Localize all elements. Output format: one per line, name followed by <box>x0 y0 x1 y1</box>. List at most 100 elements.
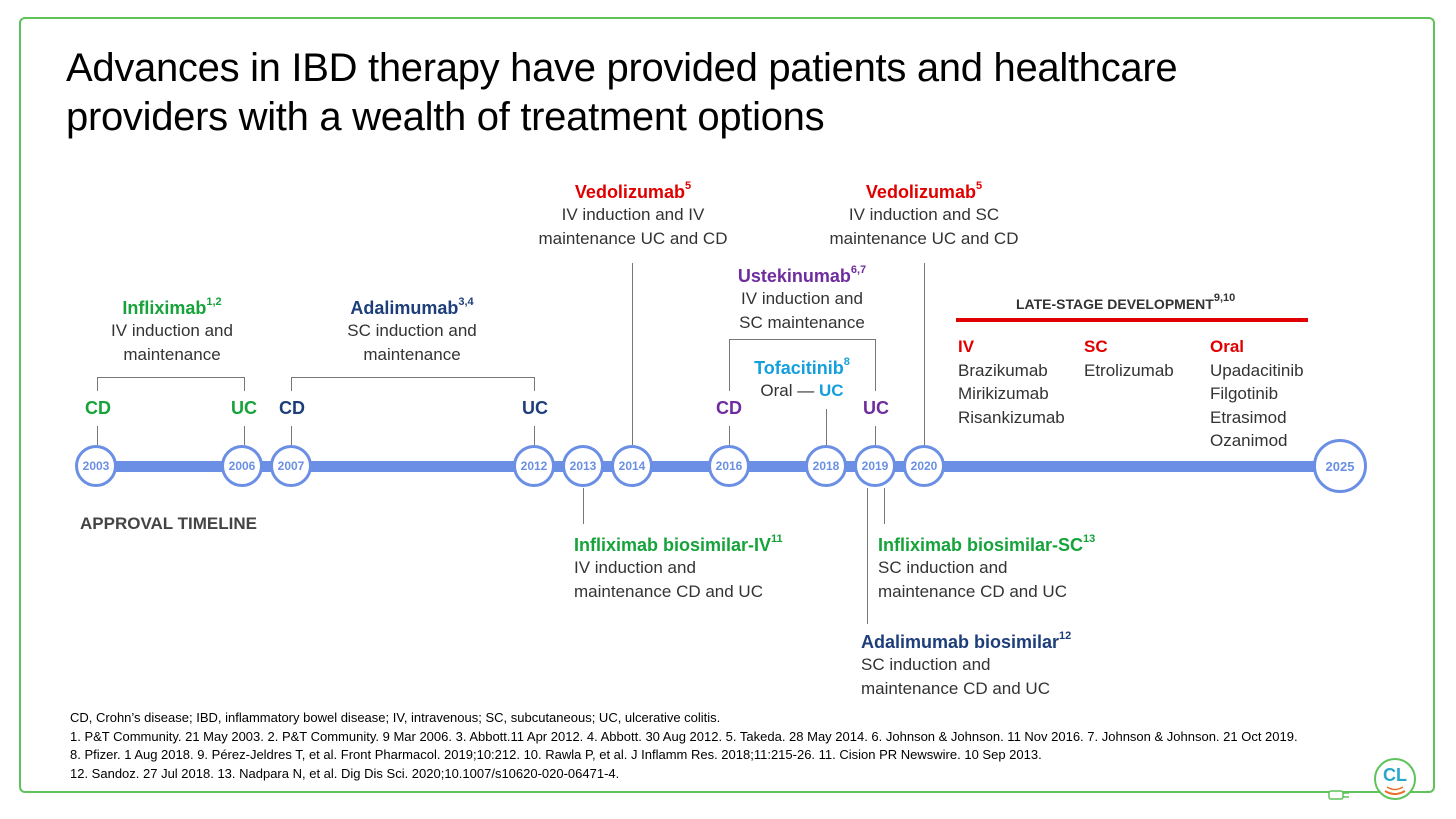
late-stage-oral-item: Filgotinib <box>1210 384 1279 403</box>
infliximab-biosimilar-sc-desc-2: maintenance CD and UC <box>878 581 1067 601</box>
late-stage-red-bar <box>956 318 1308 322</box>
late-stage-sc-column: SC Etrolizumab <box>1084 335 1174 382</box>
year-node-2003: 2003 <box>75 445 117 487</box>
infliximab-bracket-right <box>244 377 246 391</box>
adalimumab-block: Adalimumab3,4 SC induction and maintenan… <box>322 296 502 366</box>
footnote-references-3: 12. Sandoz. 27 Jul 2018. 13. Nadpara N, … <box>70 765 620 781</box>
adalimumab-desc-1: SC induction and <box>347 321 477 340</box>
ustekinumab-uc-label: UC <box>863 398 889 418</box>
late-stage-iv-item: Risankizumab <box>958 407 1065 427</box>
connector-2013 <box>583 488 585 524</box>
adalimumab-uc-label: UC <box>522 398 548 418</box>
infliximab-desc-1: IV induction and <box>111 321 233 340</box>
connector-2019-top <box>875 426 877 445</box>
infliximab-bracket-left <box>97 377 99 391</box>
infliximab-cd-label: CD <box>85 398 111 418</box>
ustekinumab-bracket-right <box>875 339 877 391</box>
late-stage-iv-item: Mirikizumab <box>958 384 1049 403</box>
adalimumab-bracket-left <box>291 377 293 391</box>
infliximab-bracket <box>97 377 245 379</box>
late-stage-iv-item: Brazikumab <box>958 360 1048 380</box>
connector-2016 <box>729 426 731 445</box>
year-label: 2003 <box>82 459 110 473</box>
cl-logo: CL <box>1373 757 1417 801</box>
cl-logo-text: CL <box>1383 765 1407 785</box>
late-stage-oral-head: Oral <box>1210 337 1245 356</box>
connector-2006 <box>244 426 246 445</box>
tofacitinib-name: Tofacitinib8 <box>754 356 850 379</box>
ustekinumab-bracket <box>729 339 876 341</box>
late-stage-oral-item: Ozanimod <box>1210 431 1288 450</box>
connector-2007 <box>291 426 293 445</box>
year-node-2019: 2019 <box>854 445 896 487</box>
ustekinumab-desc-1: IV induction and <box>741 289 863 308</box>
vedolizumab-sc-block: Vedolizumab5 IV induction and SC mainten… <box>813 180 1035 250</box>
adalimumab-desc-2: maintenance <box>363 344 461 364</box>
year-label: 2016 <box>715 459 743 473</box>
year-label: 2012 <box>520 459 548 473</box>
year-label: 2025 <box>1325 458 1355 474</box>
late-stage-oral-column: Oral Upadacitinib Filgotinib Etrasimod O… <box>1210 335 1304 453</box>
adalimumab-biosimilar-name: Adalimumab biosimilar12 <box>861 630 1072 653</box>
year-label: 2020 <box>910 459 938 473</box>
adalimumab-bracket-right <box>534 377 536 391</box>
connector-2003 <box>97 426 99 445</box>
adalimumab-name: Adalimumab3,4 <box>350 296 474 319</box>
frame-plug-icon <box>1327 788 1353 800</box>
year-node-2006: 2006 <box>221 445 263 487</box>
connector-2018 <box>826 409 828 445</box>
year-node-2025: 2025 <box>1313 439 1367 493</box>
footnote-references-2: 8. Pfizer. 1 Aug 2018. 9. Pérez-Jeldres … <box>70 747 1042 762</box>
ustekinumab-desc-2: SC maintenance <box>739 312 865 332</box>
year-label: 2019 <box>861 459 889 473</box>
infliximab-name: Infliximab1,2 <box>122 296 222 319</box>
year-label: 2007 <box>277 459 305 473</box>
footnote-abbreviations: CD, Crohn’s disease; IBD, inflammatory b… <box>70 710 721 725</box>
vedolizumab-iv-desc-1: IV induction and IV <box>561 205 705 224</box>
connector-2014 <box>632 263 634 445</box>
ustekinumab-block: Ustekinumab6,7 IV induction and SC maint… <box>712 265 892 334</box>
connector-2019-sc <box>884 488 886 524</box>
late-stage-oral-item: Upadacitinib <box>1210 360 1304 380</box>
infliximab-biosimilar-sc-block: Infliximab biosimilar-SC13 SC induction … <box>878 533 1138 603</box>
infliximab-biosimilar-iv-desc-2: maintenance CD and UC <box>574 581 763 601</box>
connector-2012 <box>534 426 536 445</box>
slide-frame <box>19 17 1435 793</box>
vedolizumab-iv-name: Vedolizumab5 <box>574 180 692 203</box>
year-node-2014: 2014 <box>611 445 653 487</box>
footnotes: CD, Crohn’s disease; IBD, inflammatory b… <box>70 709 1298 783</box>
adalimumab-biosimilar-desc-1: SC induction and <box>861 655 991 674</box>
vedolizumab-sc-desc-1: IV induction and SC <box>848 205 1000 224</box>
year-label: 2013 <box>569 459 597 473</box>
infliximab-biosimilar-sc-desc-1: SC induction and <box>878 558 1008 577</box>
cl-logo-icon <box>1374 758 1416 800</box>
ustekinumab-bracket-left <box>729 339 731 391</box>
adalimumab-biosimilar-desc-2: maintenance CD and UC <box>861 678 1050 698</box>
approval-timeline-label: APPROVAL TIMELINE <box>80 514 257 533</box>
tofacitinib-route: Oral — UC <box>760 381 844 400</box>
year-node-2013: 2013 <box>562 445 604 487</box>
infliximab-uc-label: UC <box>231 398 257 418</box>
vedolizumab-sc-name: Vedolizumab5 <box>865 180 983 203</box>
vedolizumab-iv-desc-2: maintenance UC and CD <box>538 228 728 248</box>
year-node-2018: 2018 <box>805 445 847 487</box>
late-stage-title: LATE-STAGE DEVELOPMENT9,10 <box>1016 292 1236 312</box>
footnote-references-1: 1. P&T Community. 21 May 2003. 2. P&T Co… <box>70 728 1298 744</box>
year-label: 2006 <box>228 459 256 473</box>
slide-title: Advances in IBD therapy have provided pa… <box>66 44 1366 142</box>
adalimumab-bracket <box>291 377 535 379</box>
year-label: 2014 <box>618 459 646 473</box>
late-stage-iv-head: IV <box>958 337 975 356</box>
connector-2020 <box>924 263 926 445</box>
infliximab-biosimilar-sc-name: Infliximab biosimilar-SC13 <box>878 533 1096 556</box>
year-node-2016: 2016 <box>708 445 750 487</box>
title-line-1: Advances in IBD therapy have provided pa… <box>66 46 1178 90</box>
infliximab-biosimilar-iv-block: Infliximab biosimilar-IV11 IV induction … <box>574 534 834 603</box>
year-node-2012: 2012 <box>513 445 555 487</box>
infliximab-desc-2: maintenance <box>123 344 221 364</box>
adalimumab-cd-label: CD <box>279 398 305 418</box>
vedolizumab-sc-desc-2: maintenance UC and CD <box>829 228 1019 248</box>
year-label: 2018 <box>812 459 840 473</box>
infliximab-biosimilar-iv-desc-1: IV induction and <box>574 558 696 577</box>
late-stage-iv-column: IV Brazikumab Mirikizumab Risankizumab <box>958 335 1065 429</box>
